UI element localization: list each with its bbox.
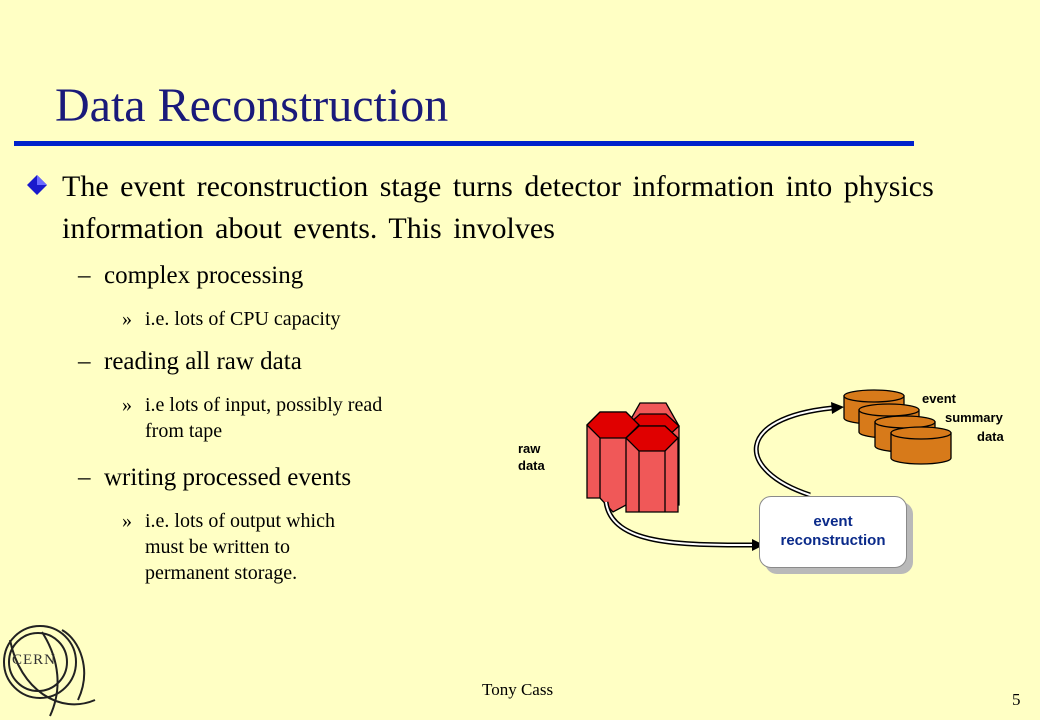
summary-label-summary: summary [945,410,1003,425]
detail-output: i.e. lots of output which must be writte… [145,510,335,584]
sub-marker: » [122,394,132,416]
event-reconstruction-box [759,496,907,568]
page-number: 5 [1012,690,1021,709]
footer-author: Tony Cass [482,680,554,699]
cern-logo-icon [3,625,96,717]
raw-data-hexagon-stack [586,402,680,513]
item-complex-processing: complex processing [104,262,304,289]
raw-to-recon-arrow [603,501,764,551]
recon-to-summary-arrow [753,402,844,498]
detail-cpu: i.e. lots of CPU capacity [145,308,341,330]
detail-input: i.e lots of input, possibly read from ta… [145,394,383,442]
raw-data-label: raw data [518,441,545,473]
dash-marker: – [78,464,91,491]
item-writing-events: writing processed events [104,464,352,491]
cern-logo-text: CERN [12,652,57,668]
dash-marker: – [78,348,91,375]
title-underline [14,141,914,146]
diamond-bullet-icon [27,175,47,195]
summary-data-disk-stack [843,389,952,465]
summary-label-data: data [977,429,1004,444]
event-reconstruction-label: event reconstruction [780,513,886,549]
sub-marker: » [122,308,132,330]
slide-title: Data Reconstruction [55,79,449,132]
storage-disk [890,426,952,465]
main-bullet-text: The event reconstruction stage turns det… [62,170,934,245]
summary-label-event: event [922,391,956,406]
sub-marker: » [122,510,132,532]
hexagon-cylinder [625,425,679,513]
dash-marker: – [78,262,91,289]
item-reading-raw-data: reading all raw data [104,348,302,375]
